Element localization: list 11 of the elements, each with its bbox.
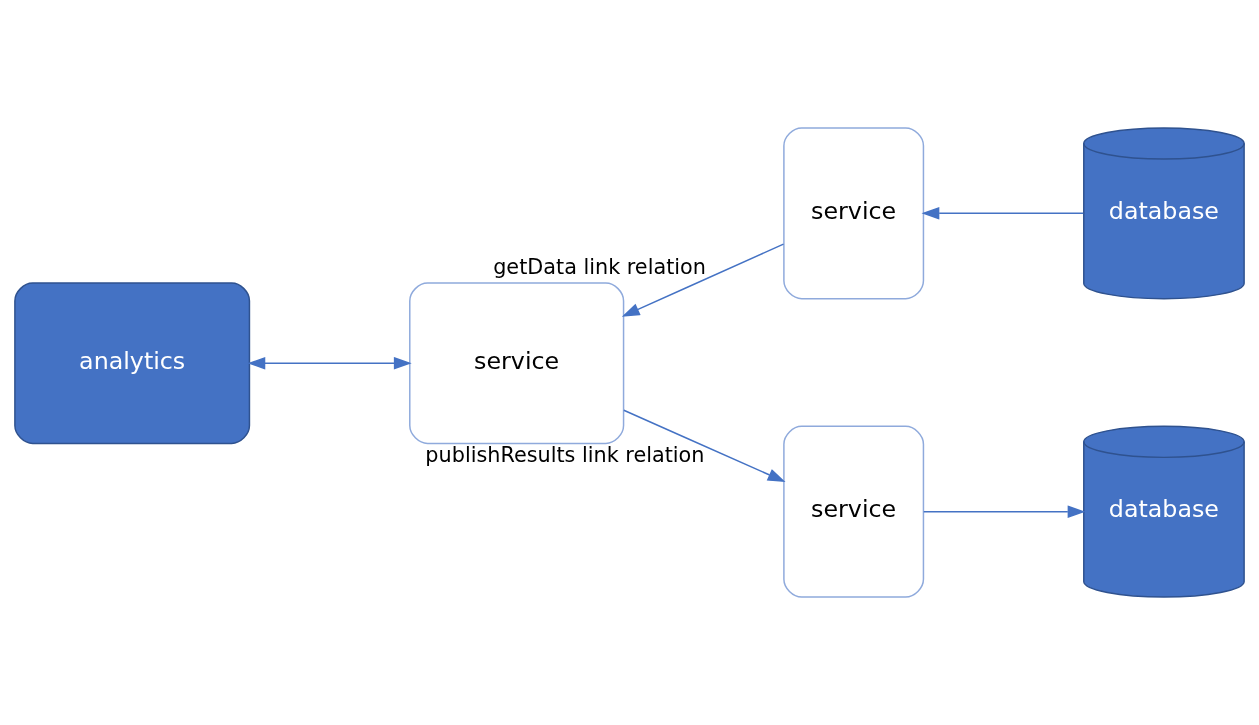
edge-label: publishResults link relation: [425, 443, 705, 468]
node-box: service: [409, 282, 625, 445]
node-box: service: [783, 127, 925, 300]
arrow: [247, 357, 412, 370]
node-box: analytics: [14, 282, 251, 445]
arrow: [623, 409, 786, 483]
arrow: [923, 505, 1086, 518]
arrow: [621, 243, 785, 317]
edge-label: getData link relation: [493, 255, 706, 280]
arrow: [921, 207, 1084, 220]
node-box: service: [783, 425, 925, 598]
